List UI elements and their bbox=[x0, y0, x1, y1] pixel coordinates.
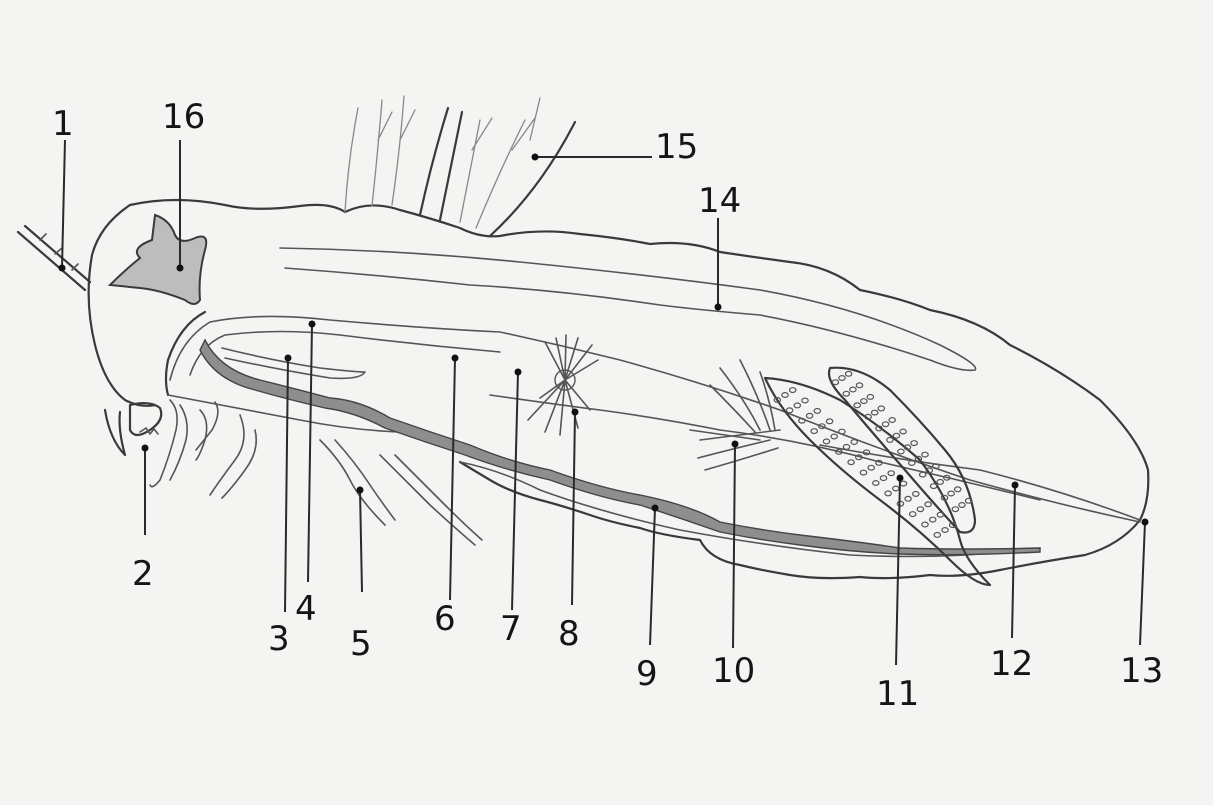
label-3: 3 bbox=[268, 619, 290, 659]
label-4: 4 bbox=[295, 589, 317, 629]
gland-dot bbox=[942, 528, 948, 533]
gland-dot bbox=[845, 371, 851, 376]
gland-dot bbox=[930, 517, 936, 522]
head-shaded-structure bbox=[110, 215, 206, 304]
gland-dot bbox=[843, 445, 849, 450]
label-10: 10 bbox=[712, 651, 755, 691]
gland-dot bbox=[910, 512, 916, 517]
leader-lines bbox=[59, 140, 1149, 665]
gland-dot bbox=[893, 433, 899, 438]
gland-dot bbox=[937, 512, 943, 517]
gland-dot bbox=[930, 484, 936, 489]
gland-dot bbox=[861, 399, 867, 404]
label-16: 16 bbox=[162, 97, 205, 137]
gland-dot bbox=[893, 486, 899, 491]
gland-dot bbox=[826, 419, 832, 424]
label-9: 9 bbox=[636, 654, 658, 694]
mouthparts bbox=[105, 403, 161, 455]
gland-dot bbox=[878, 406, 884, 411]
antenna bbox=[18, 226, 90, 290]
label-12: 12 bbox=[990, 644, 1033, 684]
label-7: 7 bbox=[500, 609, 522, 649]
gland-dot bbox=[887, 438, 893, 443]
label-15: 15 bbox=[655, 127, 698, 167]
gland-dot bbox=[885, 491, 891, 496]
star-structure bbox=[528, 335, 598, 435]
gland-dot bbox=[860, 470, 866, 475]
label-14: 14 bbox=[698, 181, 741, 221]
gland-dot bbox=[959, 503, 965, 508]
gland-dot bbox=[917, 507, 923, 512]
gland-dot bbox=[934, 533, 940, 538]
gland-dot bbox=[850, 387, 856, 392]
gland-dot bbox=[911, 441, 917, 446]
gland-dot bbox=[920, 472, 926, 477]
gland-dot bbox=[782, 393, 788, 398]
gland-dot bbox=[889, 418, 895, 423]
gland-dot bbox=[937, 480, 943, 485]
gland-dot bbox=[925, 502, 931, 507]
gland-dot bbox=[851, 440, 857, 445]
gland-dot bbox=[873, 481, 879, 486]
label-6: 6 bbox=[434, 599, 456, 639]
gland-dot bbox=[882, 422, 888, 427]
gland-dot bbox=[922, 522, 928, 527]
gland-dot bbox=[794, 403, 800, 408]
gland-dot bbox=[823, 439, 829, 444]
gland-dot bbox=[952, 507, 958, 512]
internal-structures bbox=[170, 248, 1140, 522]
gland-dot bbox=[867, 395, 873, 400]
label-1: 1 bbox=[52, 104, 74, 144]
gland-dot bbox=[848, 460, 854, 465]
gland-dot bbox=[898, 449, 904, 454]
gland-dot bbox=[811, 429, 817, 434]
gland-dot bbox=[806, 413, 812, 418]
gland-dot bbox=[839, 429, 845, 434]
label-2: 2 bbox=[132, 554, 154, 594]
gland-dot bbox=[955, 487, 961, 492]
gland-dot bbox=[872, 410, 878, 415]
gland-dot bbox=[802, 398, 808, 403]
label-8: 8 bbox=[558, 614, 580, 654]
label-5: 5 bbox=[350, 624, 372, 664]
gland-dot bbox=[948, 491, 954, 496]
body-outline bbox=[89, 200, 1149, 578]
gland-dot bbox=[922, 452, 928, 457]
gland-dot bbox=[868, 465, 874, 470]
gland-dot bbox=[831, 434, 837, 439]
labels: 1 2 3 4 5 6 7 8 9 10 11 12 13 14 15 16 bbox=[52, 97, 1163, 714]
gland-dot bbox=[854, 403, 860, 408]
gland-dot bbox=[839, 376, 845, 381]
gland-dot bbox=[814, 409, 820, 414]
gland-dot bbox=[900, 481, 906, 486]
gland-dot bbox=[843, 391, 849, 396]
gland-dot bbox=[832, 380, 838, 385]
gland-dot bbox=[913, 492, 919, 497]
gland-dot bbox=[790, 388, 796, 393]
hair-tufts bbox=[345, 96, 575, 236]
gland-dot bbox=[900, 429, 906, 434]
gland-dot bbox=[905, 496, 911, 501]
thoracic-legs bbox=[150, 400, 482, 545]
label-13: 13 bbox=[1120, 651, 1163, 691]
gland-dot bbox=[856, 383, 862, 388]
gland-dot bbox=[880, 476, 886, 481]
gland-dot bbox=[888, 471, 894, 476]
gland-dot bbox=[786, 408, 792, 413]
label-11: 11 bbox=[876, 674, 919, 714]
